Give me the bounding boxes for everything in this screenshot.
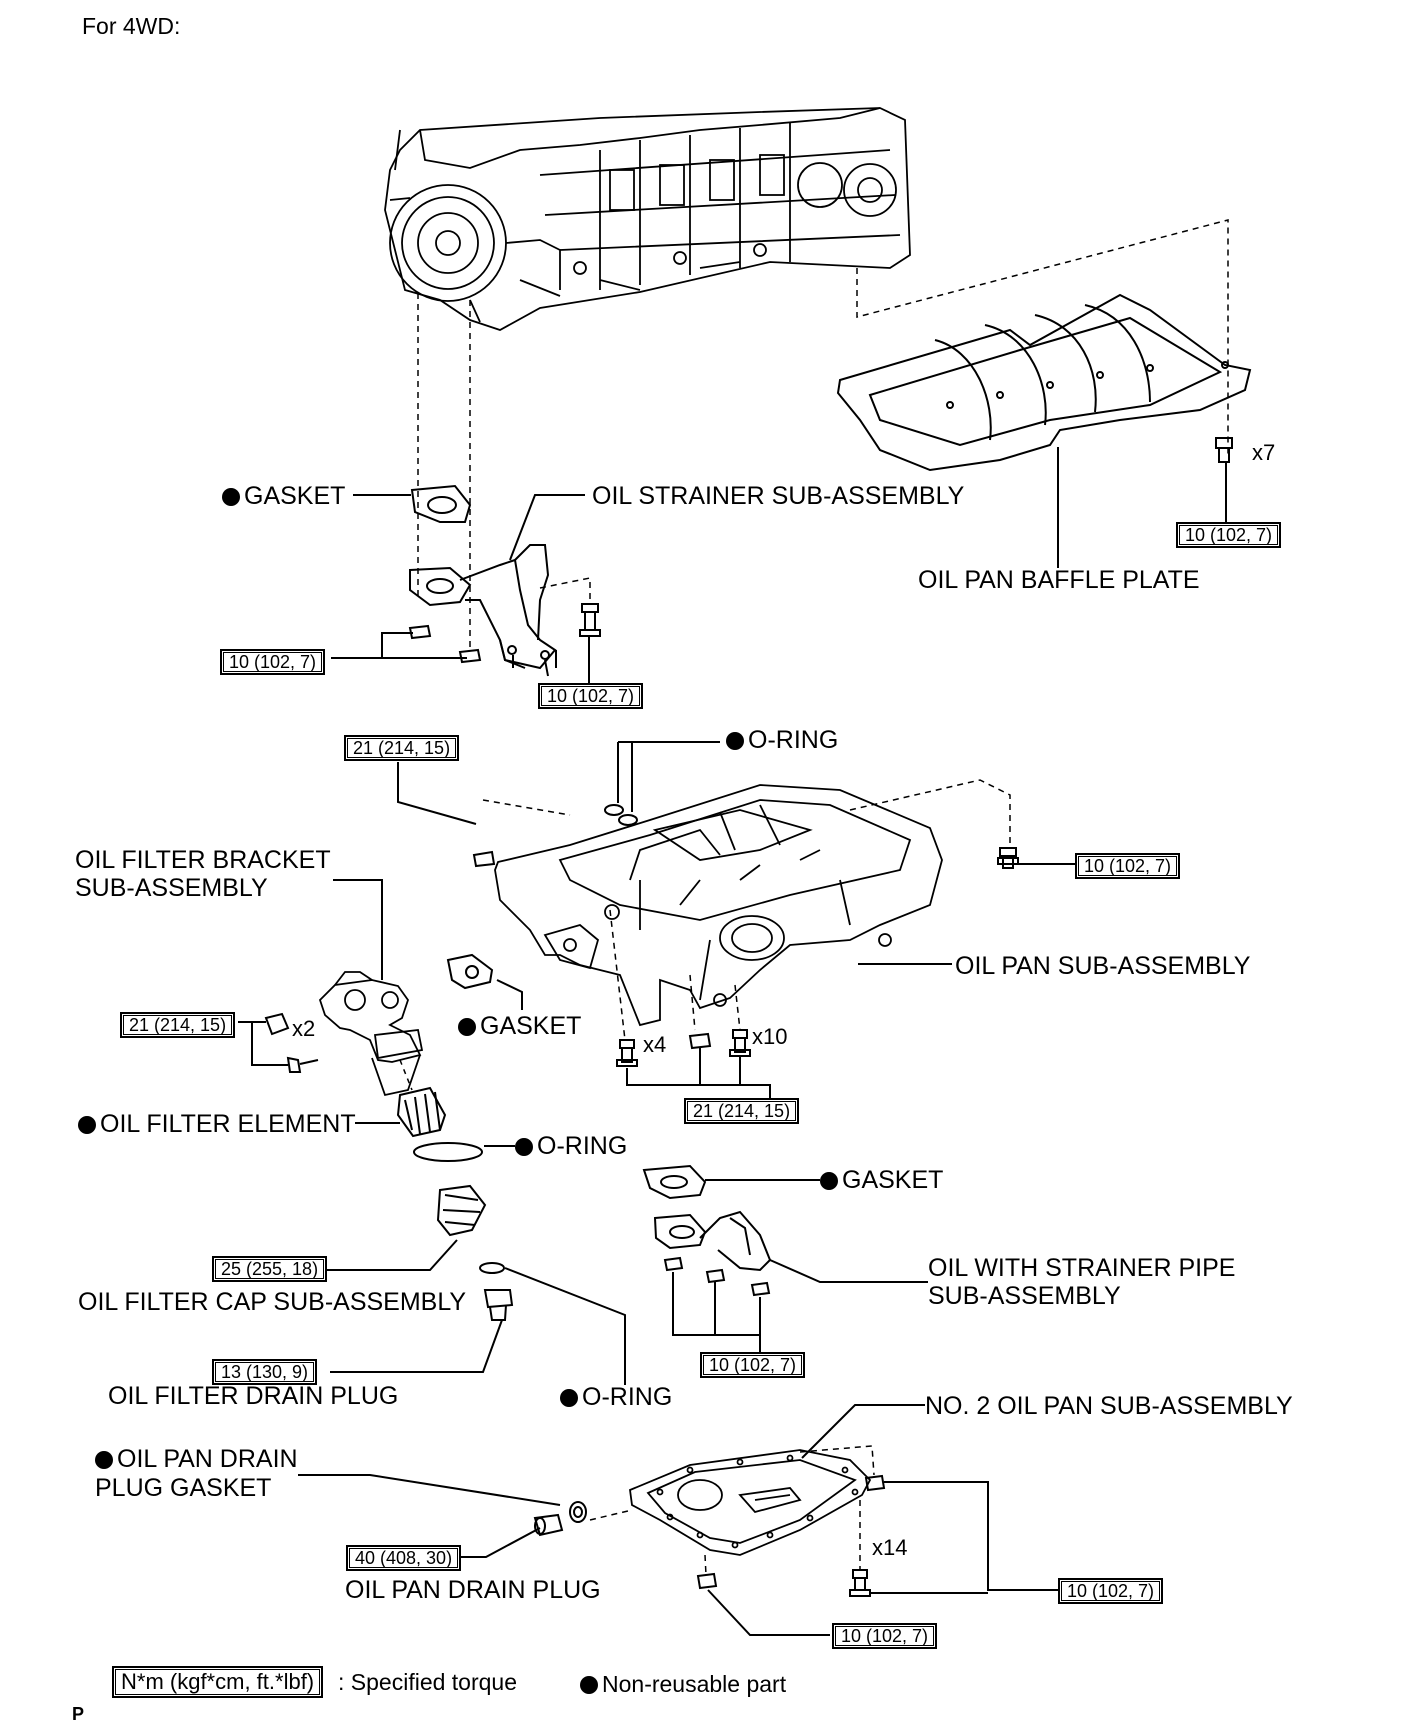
non-reusable-dot-icon	[820, 1172, 838, 1190]
torque-drain-plug: 40 (408, 30)	[346, 1545, 462, 1571]
label-oring-drain: O-RING	[560, 1383, 672, 1411]
label-filter-element: OIL FILTER ELEMENT	[78, 1110, 356, 1138]
torque-no2-pan-bottom: 10 (102, 7)	[832, 1623, 938, 1649]
legend-non-reusable: Non-reusable part	[580, 1670, 786, 1698]
figure-code: P	[72, 1704, 85, 1724]
qty-bracket-bolts: x2	[292, 1016, 316, 1041]
torque-strainer-pipe: 10 (102, 7)	[700, 1352, 806, 1378]
oil-pan-illustration	[494, 784, 943, 1027]
non-reusable-dot-icon	[222, 488, 240, 506]
non-reusable-dot-icon	[580, 1676, 598, 1694]
baffle-plate-illustration	[836, 293, 1252, 472]
non-reusable-dot-icon	[726, 732, 744, 750]
baffle-bolt-illustration	[1215, 437, 1233, 463]
oil-filter-element-illustration	[396, 1086, 447, 1138]
label-gasket-mid: GASKET	[458, 1012, 581, 1040]
oil-filter-cap-illustration	[436, 1184, 487, 1237]
qty-no2-pan-bolts: x14	[872, 1535, 908, 1560]
label-strainer-pipe: OIL WITH STRAINER PIPE SUB-ASSEMBLY	[928, 1254, 1236, 1310]
filter-drain-plug-illustration	[483, 1289, 514, 1321]
oil-strainer-illustration	[409, 544, 557, 677]
label-filter-drain-plug: OIL FILTER DRAIN PLUG	[108, 1382, 399, 1410]
strainer-pipe-nuts-illustration	[663, 1256, 771, 1297]
strainer-pipe-gasket-illustration	[642, 1164, 707, 1200]
strainer-gasket-illustration	[410, 484, 472, 523]
oring-top-illustration	[604, 804, 638, 826]
qty-pan-bolts-b: x10	[752, 1024, 788, 1049]
qty-baffle-bolts: x7	[1252, 440, 1276, 465]
torque-strainer-right: 10 (102, 7)	[538, 683, 644, 709]
torque-filter-cap: 25 (255, 18)	[212, 1256, 328, 1282]
label-baffle-plate: OIL PAN BAFFLE PLATE	[918, 566, 1200, 594]
drain-plug-illustration	[533, 1513, 564, 1537]
legend-torque-desc: : Specified torque	[338, 1669, 518, 1695]
filter-oring-illustration	[413, 1142, 483, 1162]
torque-baffle: 10 (102, 7)	[1176, 522, 1282, 548]
non-reusable-dot-icon	[515, 1138, 533, 1156]
pan-nut-topleft-illustration	[472, 850, 496, 868]
bracket-gasket-illustration	[446, 953, 494, 990]
legend-torque-unit: N*m (kgf*cm, ft.*lbf)	[112, 1666, 324, 1698]
qty-pan-bolts-a: x4	[643, 1032, 667, 1057]
strainer-pipe-illustration	[653, 1210, 772, 1272]
non-reusable-dot-icon	[78, 1116, 96, 1134]
non-reusable-dot-icon	[95, 1451, 113, 1469]
torque-no2-pan-right: 10 (102, 7)	[1058, 1578, 1164, 1604]
label-oring-top: O-RING	[726, 726, 838, 754]
label-filter-cap: OIL FILTER CAP SUB-ASSEMBLY	[78, 1288, 467, 1316]
label-gasket-lower: GASKET	[820, 1166, 943, 1194]
pan-bolt-right-illustration	[997, 847, 1019, 869]
torque-pan-top-left: 21 (214, 15)	[344, 735, 460, 761]
torque-bracket: 21 (214, 15)	[120, 1012, 236, 1038]
label-oil-pan: OIL PAN SUB-ASSEMBLY	[955, 952, 1251, 980]
no2-pan-fasteners-illustration	[696, 1474, 886, 1597]
no2-oil-pan-illustration	[629, 1449, 872, 1556]
strainer-bolt-illustration	[579, 603, 601, 637]
label-drain-plug-gasket: OIL PAN DRAIN PLUG GASKET	[95, 1445, 298, 1502]
torque-strainer-left: 10 (102, 7)	[220, 649, 326, 675]
label-filter-bracket: OIL FILTER BRACKET SUB-ASSEMBLY	[75, 846, 331, 902]
label-oring-filter: O-RING	[515, 1132, 627, 1160]
oil-filter-bracket-illustration	[318, 971, 424, 1097]
bracket-fasteners-illustration	[264, 1012, 319, 1073]
label-gasket-top: GASKET	[222, 482, 345, 510]
drain-plug-gasket-illustration	[569, 1501, 587, 1523]
non-reusable-dot-icon	[458, 1018, 476, 1036]
torque-filter-drain: 13 (130, 9)	[212, 1359, 318, 1385]
engine-block-illustration	[384, 107, 911, 331]
page-title: For 4WD:	[82, 13, 181, 39]
drain-oring-illustration	[479, 1262, 505, 1274]
label-drain-plug: OIL PAN DRAIN PLUG	[345, 1576, 601, 1604]
label-no2-oil-pan: NO. 2 OIL PAN SUB-ASSEMBLY	[925, 1392, 1293, 1420]
torque-pan-right: 10 (102, 7)	[1075, 853, 1181, 879]
non-reusable-dot-icon	[560, 1389, 578, 1407]
torque-pan-bottom: 21 (214, 15)	[684, 1098, 800, 1124]
label-oil-strainer: OIL STRAINER SUB-ASSEMBLY	[592, 482, 965, 510]
pan-bolts-bottom-illustration	[616, 1029, 751, 1067]
